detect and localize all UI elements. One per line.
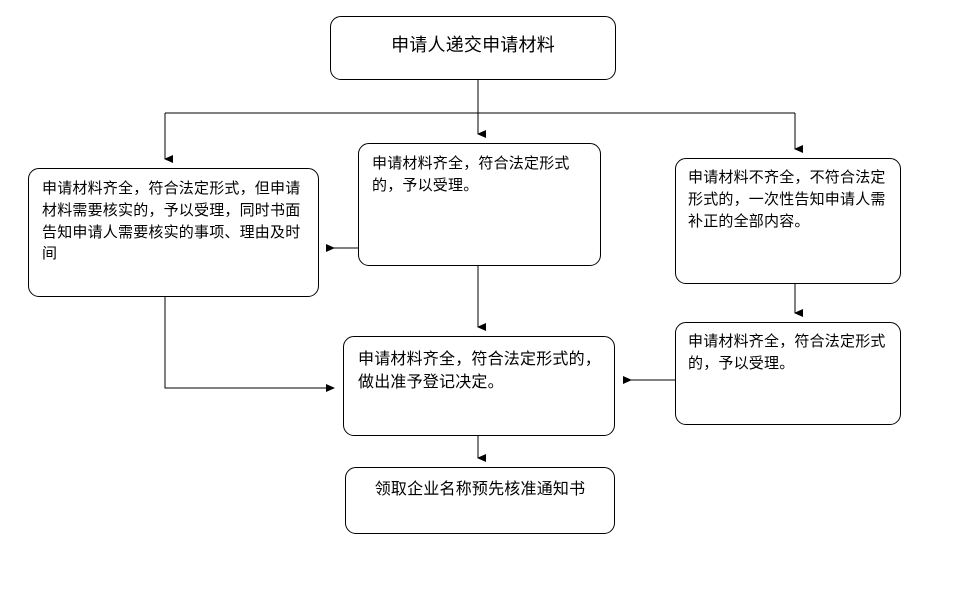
node-incomplete-materials-label: 申请材料不齐全，不符合法定形式的，一次性告知申请人需补正的全部内容。 [688,168,886,230]
node-incomplete-materials[interactable]: 申请材料不齐全，不符合法定形式的，一次性告知申请人需补正的全部内容。 [675,158,901,284]
edge-verify-to-decision [164,297,335,392]
node-accept-after-correction-label: 申请材料齐全，符合法定形式的，予以受理。 [688,332,886,372]
node-accept-complete[interactable]: 申请材料齐全，符合法定形式的，予以受理。 [358,143,601,266]
node-accept-complete-label: 申请材料齐全，符合法定形式的，予以受理。 [372,154,570,194]
node-accept-with-verification[interactable]: 申请材料齐全，符合法定形式，但申请材料需要核实的，予以受理，同时书面告知申请人需… [28,168,319,297]
node-submit-application[interactable]: 申请人递交申请材料 [330,16,616,80]
node-receive-notice-label: 领取企业名称预先核准通知书 [374,479,586,498]
node-accept-after-correction[interactable]: 申请材料齐全，符合法定形式的，予以受理。 [675,322,901,425]
node-receive-notice[interactable]: 领取企业名称预先核准通知书 [345,467,615,534]
node-accept-with-verification-label: 申请材料齐全，符合法定形式，但申请材料需要核实的，予以受理，同时书面告知申请人需… [42,179,301,263]
node-registration-decision[interactable]: 申请材料齐全，符合法定形式的，做出准予登记决定。 [343,336,615,436]
node-registration-decision-label: 申请材料齐全，符合法定形式的，做出准予登记决定。 [358,349,602,392]
node-submit-application-label: 申请人递交申请材料 [391,35,555,56]
